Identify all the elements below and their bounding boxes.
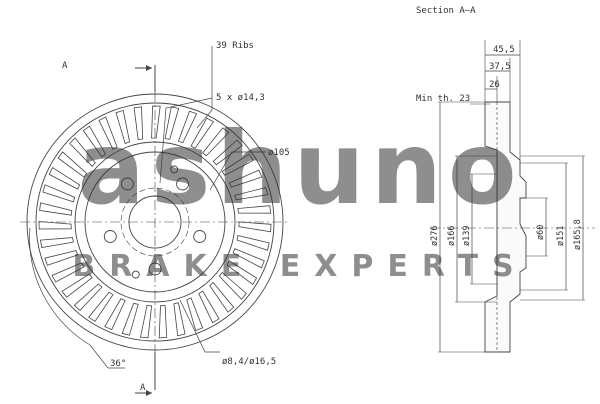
dim-45-5-label: 45,5 — [493, 45, 515, 55]
cooling-rib — [164, 106, 180, 140]
cooling-rib — [234, 187, 269, 201]
brand-watermark: ashuno BRAKE EXPERTS — [72, 110, 527, 284]
cooling-rib — [69, 137, 96, 167]
bolt-hole — [176, 177, 190, 191]
dia-276-label: ø276 — [430, 226, 440, 246]
cooling-rib — [186, 297, 204, 332]
min-thickness-label: Min th. 23 — [416, 94, 470, 104]
angle-label: 36° — [110, 359, 126, 369]
cooling-rib — [140, 305, 153, 339]
ribs-leader — [196, 46, 213, 129]
dim-26-label: 26 — [489, 80, 500, 90]
small-holes-leader — [179, 299, 220, 353]
section-marker-bottom: A — [140, 383, 146, 393]
cooling-rib — [115, 109, 131, 145]
cooling-rib — [209, 282, 235, 313]
cooling-rib — [190, 117, 214, 149]
cooling-rib — [61, 273, 93, 298]
small-hole — [170, 165, 179, 174]
dim-37-5-label: 37,5 — [489, 62, 511, 72]
cooling-rib — [218, 271, 247, 300]
dia-166-label: ø166 — [447, 226, 457, 246]
cooling-rib — [173, 302, 186, 337]
cooling-rib — [236, 235, 270, 251]
bolt-hole — [120, 177, 134, 191]
section-view — [430, 40, 595, 353]
cooling-rib — [51, 262, 85, 283]
cooling-rib — [39, 202, 73, 216]
bolt-hole — [193, 230, 207, 243]
dia-139-label: ø139 — [462, 226, 472, 246]
angle-arc — [29, 227, 91, 346]
cooling-rib — [44, 250, 79, 266]
pcd-leader — [209, 151, 266, 191]
cooling-rib — [42, 184, 76, 203]
cooling-rib — [202, 127, 230, 157]
cooling-rib — [57, 151, 88, 178]
cooling-rib — [82, 125, 107, 158]
cooling-rib — [38, 221, 72, 230]
cooling-rib — [121, 302, 139, 336]
cooling-rib — [212, 139, 243, 166]
cooling-rib — [73, 283, 103, 311]
pcd-label: ø105 — [268, 148, 290, 158]
bolt-holes-label: 5 x ø14,3 — [216, 93, 265, 103]
cooling-rib — [151, 105, 161, 139]
cooling-rib — [221, 153, 254, 176]
cooling-rib — [39, 237, 74, 248]
cooling-rib — [232, 248, 265, 269]
cooling-rib — [228, 169, 263, 188]
front-view — [20, 46, 290, 396]
ribs-label: 39 Ribs — [216, 41, 254, 51]
dia-60-label: ø60 — [536, 225, 546, 240]
cooling-rib — [88, 291, 114, 322]
section-marker-top: A — [62, 61, 68, 71]
cooling-rib — [238, 221, 272, 233]
cooling-rib — [158, 304, 168, 339]
cooling-rib — [104, 298, 126, 331]
bolt-holes-leader — [159, 97, 213, 184]
cooling-ribs — [38, 105, 272, 339]
dia-165-8-label: ø165,8 — [573, 219, 583, 250]
cooling-rib — [198, 290, 220, 324]
cooling-rib — [133, 106, 144, 141]
cooling-rib — [226, 260, 258, 285]
small-hole — [131, 270, 140, 279]
cooling-rib — [237, 205, 272, 214]
watermark-logo: ashuno — [77, 110, 522, 227]
disc-section-profile — [484, 101, 527, 353]
watermark-tagline: BRAKE EXPERTS — [72, 249, 527, 284]
cooling-rib — [98, 116, 118, 150]
small-holes-label: ø8,4/ø16,5 — [222, 357, 276, 367]
bolt-hole — [103, 230, 117, 243]
section-title: Section A–A — [416, 6, 476, 16]
cooling-rib — [177, 110, 198, 144]
cooling-rib — [48, 167, 81, 190]
dia-151-label: ø151 — [556, 226, 566, 246]
